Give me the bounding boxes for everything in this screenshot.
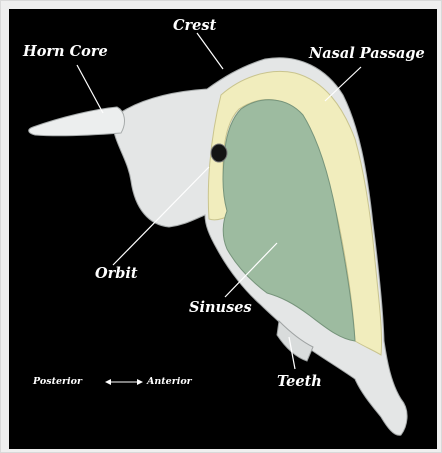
label-teeth: Teeth — [277, 375, 322, 390]
label-nasal-passage: Nasal Passage — [309, 47, 425, 62]
double-arrow-icon — [105, 379, 143, 385]
orbit-socket — [211, 144, 227, 162]
label-horn-core: Horn Core — [23, 45, 108, 60]
label-orbit: Orbit — [95, 267, 138, 282]
label-crest: Crest — [173, 19, 216, 34]
leader-horn-core — [77, 65, 103, 113]
leader-crest — [197, 33, 223, 69]
horn-core — [29, 107, 125, 136]
label-anterior: Anterior — [147, 377, 192, 387]
skull-diagram: Crest Horn Core Nasal Passage Orbit Sinu… — [9, 9, 437, 449]
label-posterior: Posterior — [33, 377, 82, 387]
label-sinuses: Sinuses — [189, 301, 252, 316]
